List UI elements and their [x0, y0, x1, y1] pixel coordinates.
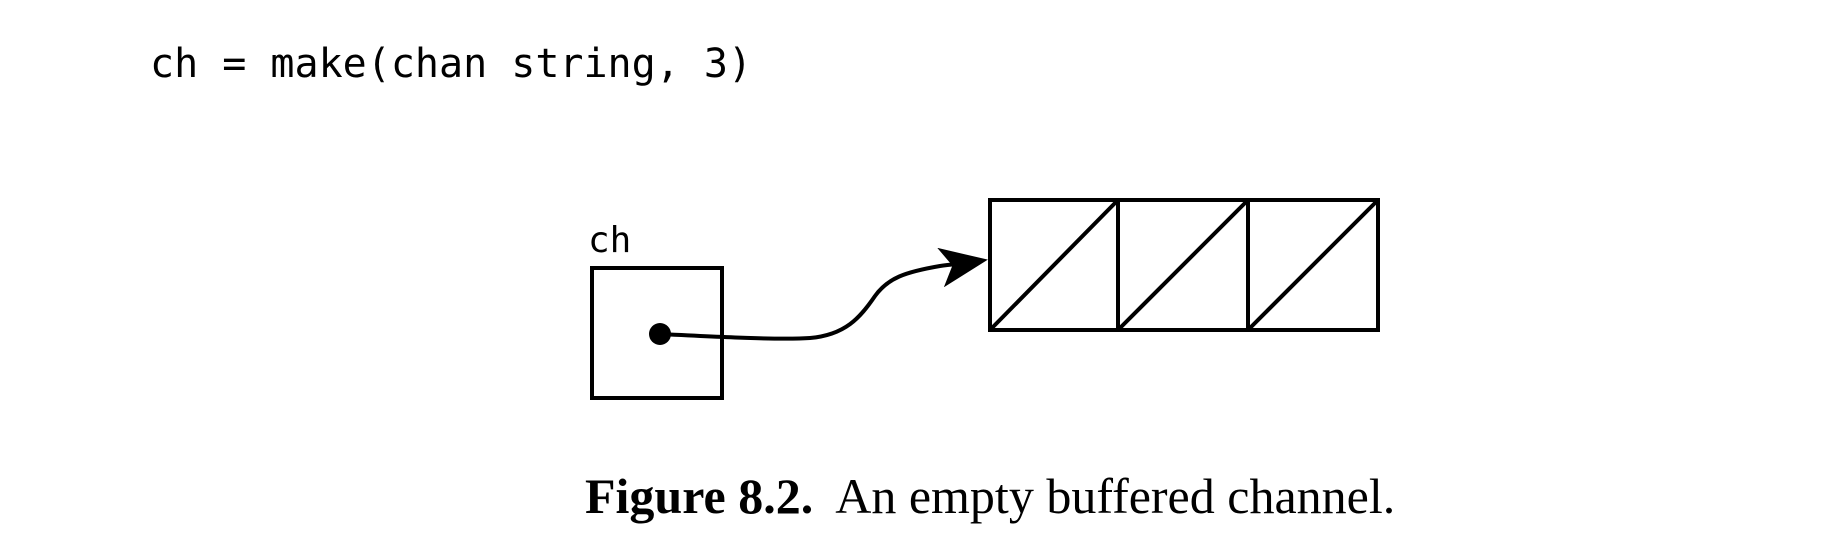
empty-slot-mark [1246, 198, 1380, 332]
figure-caption-text: An empty buffered channel. [835, 468, 1396, 524]
buffer [988, 198, 1380, 332]
buffer-slot-box [1246, 198, 1380, 332]
buffer-slot [1116, 198, 1250, 332]
variable-label: ch [588, 220, 631, 261]
empty-slot-mark [988, 198, 1120, 332]
figure-caption: Figure 8.2. An empty buffered channel. [585, 468, 1395, 524]
figure-number: Figure 8.2. [585, 468, 814, 524]
code-statement: ch = make(chan string, 3) [150, 41, 753, 87]
buffer-slot [1246, 198, 1380, 332]
pointer-arrow [659, 247, 988, 341]
empty-slot-mark [1116, 198, 1250, 332]
buffer-slot [988, 198, 1120, 332]
variable-box [590, 266, 724, 400]
